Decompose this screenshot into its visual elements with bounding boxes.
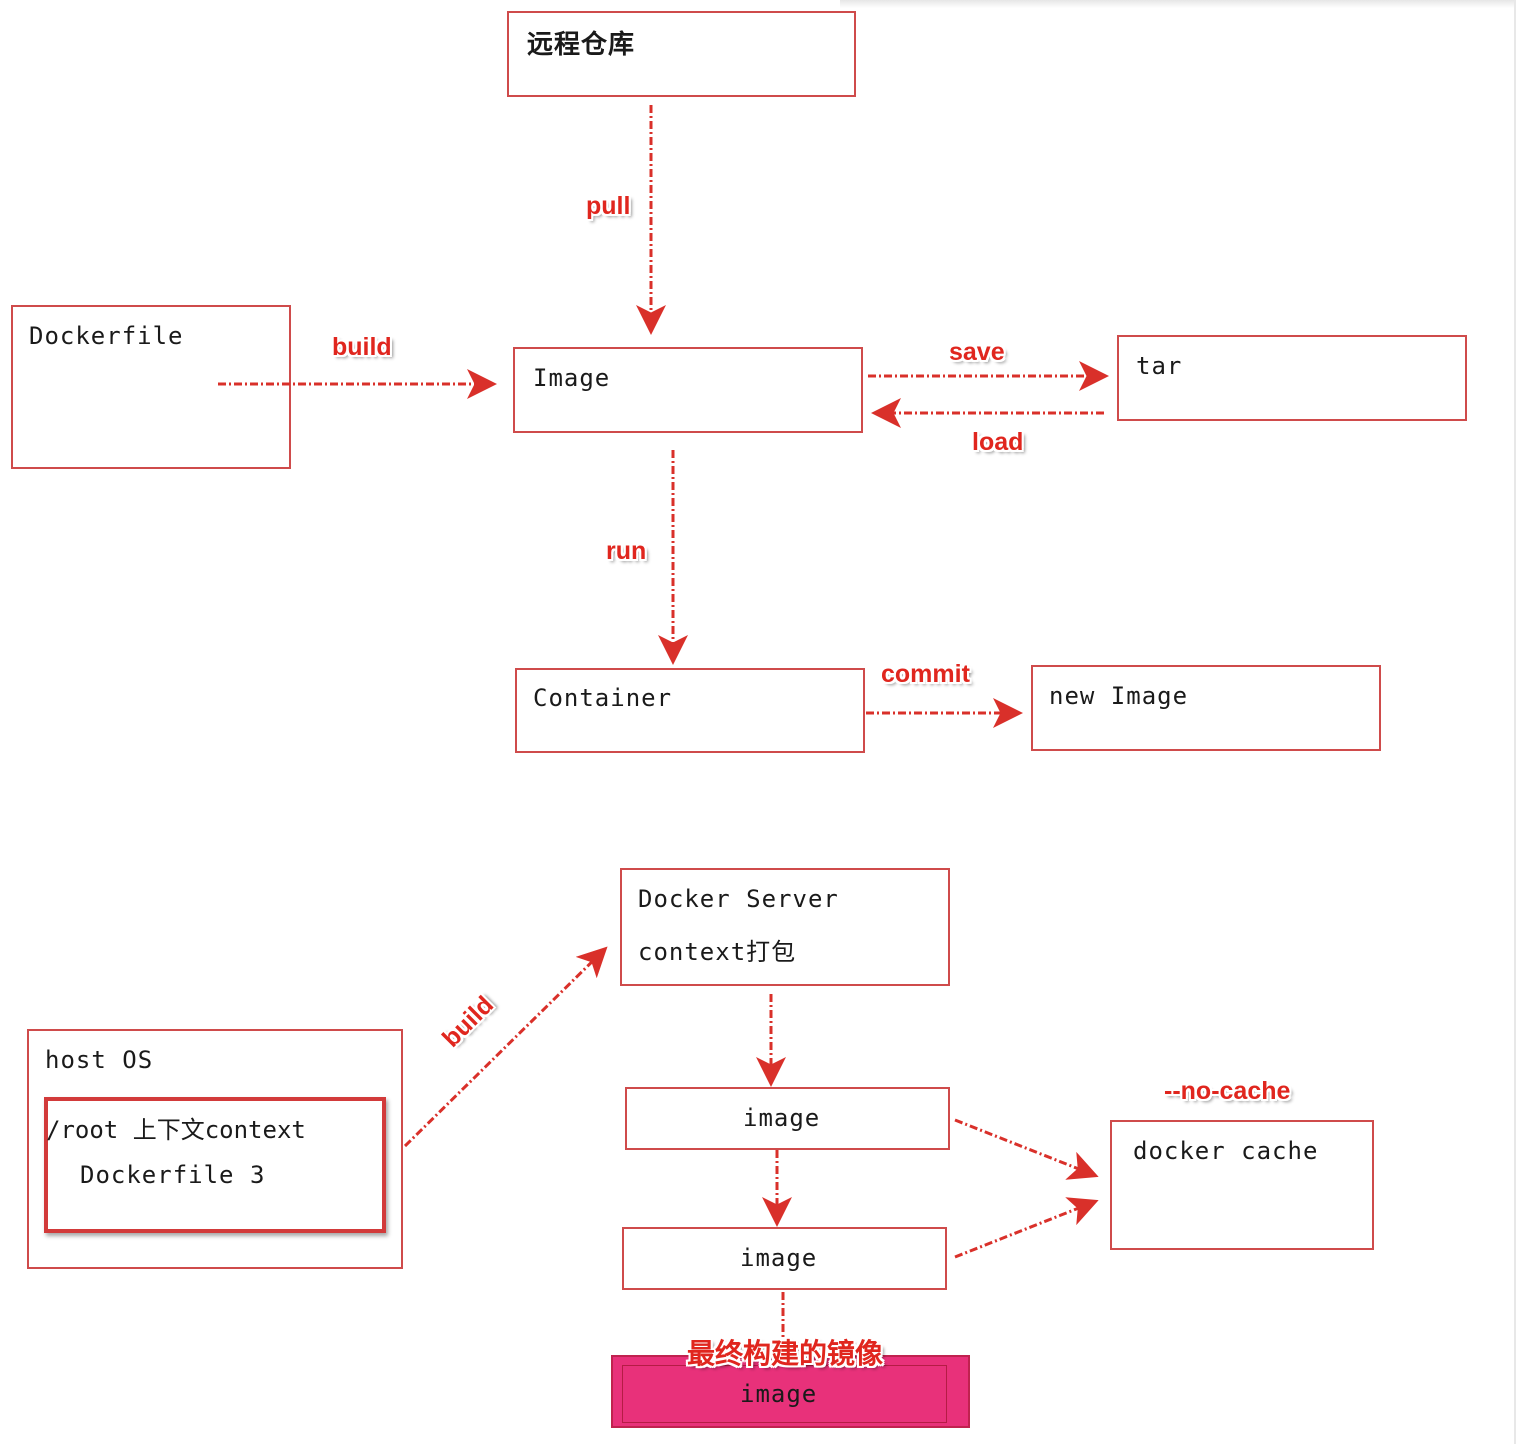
host-os-label: host OS (45, 1046, 154, 1074)
load-label: load (972, 428, 1024, 456)
final-image-inner-frame (622, 1365, 947, 1423)
image-label: Image (533, 364, 611, 392)
docker-server-label: Docker Server (638, 885, 839, 913)
build-context-arrow (403, 946, 608, 1148)
context-pack-label: context打包 (638, 938, 797, 966)
layer-image-1-box (625, 1087, 950, 1150)
container-box (515, 668, 865, 753)
container-label: Container (533, 684, 673, 712)
tar-box (1117, 335, 1467, 421)
docker-cache-box (1110, 1120, 1374, 1250)
pull-label: pull (586, 192, 631, 220)
new-image-box (1031, 665, 1381, 751)
layer1-to-cache-arrow (954, 1118, 1099, 1180)
save-label: save (949, 338, 1005, 366)
docker-server-box (620, 868, 950, 986)
docker-cache-label: docker cache (1133, 1137, 1319, 1165)
dockerfile-label: Dockerfile (29, 322, 184, 350)
dockerfile-box (11, 305, 291, 469)
right-edge-line (1514, 0, 1516, 1444)
tar-label: tar (1136, 352, 1183, 380)
run-label: run (606, 537, 647, 565)
context-label: /root 上下文context (46, 1116, 306, 1144)
layer-image-1-label: image (743, 1104, 821, 1132)
top-edge-shadow (840, 0, 1516, 8)
image-box (513, 347, 863, 433)
final-image-note: 最终构建的镜像 (687, 1337, 884, 1370)
layer-image-2-box (622, 1227, 947, 1290)
no-cache-label: --no-cache (1164, 1077, 1291, 1105)
layer-image-2-label: image (740, 1244, 818, 1272)
final-image-box (611, 1355, 970, 1428)
commit-label: commit (881, 660, 970, 688)
layer2-to-cache-arrow (954, 1197, 1099, 1259)
remote-repo-label: 远程仓库 (527, 30, 636, 60)
remote-repo-box (507, 11, 856, 97)
final-image-label: image (740, 1380, 818, 1408)
context-dockerfile-label: Dockerfile 3 (80, 1161, 266, 1189)
context-box (44, 1097, 386, 1233)
new-image-label: new Image (1049, 682, 1189, 710)
build-label: build (332, 333, 392, 361)
